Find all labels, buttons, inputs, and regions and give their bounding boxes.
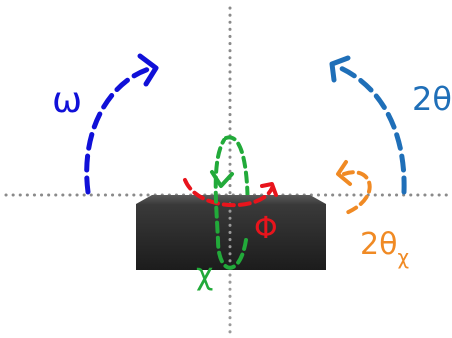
two-theta-label: 2θ [412, 80, 452, 118]
sample-top-face [136, 195, 326, 204]
phi-arrowhead [260, 182, 278, 197]
omega-arrowhead [137, 53, 159, 87]
chi-arrowhead [210, 170, 234, 188]
two-theta-chi-arrowhead [336, 160, 352, 186]
chi-rotation-front-arc [213, 138, 248, 270]
two-theta-chi-subscript: χ [397, 245, 409, 269]
phi-label: Φ [254, 211, 278, 246]
sample-front-face [136, 204, 326, 270]
two-theta-chi-main: 2θ [360, 227, 397, 262]
omega-rotation-arc [84, 65, 155, 195]
two-theta-rotation-arc [333, 63, 407, 195]
chi-label: χ [196, 257, 213, 292]
two-theta-arrowhead [329, 55, 351, 83]
phi-rotation-arc [183, 178, 274, 207]
omega-label: ω [52, 80, 82, 121]
sample-block [136, 195, 326, 270]
two-theta-chi-rotation-arc [342, 170, 372, 216]
two-theta-chi-label: 2θχ [360, 227, 409, 269]
